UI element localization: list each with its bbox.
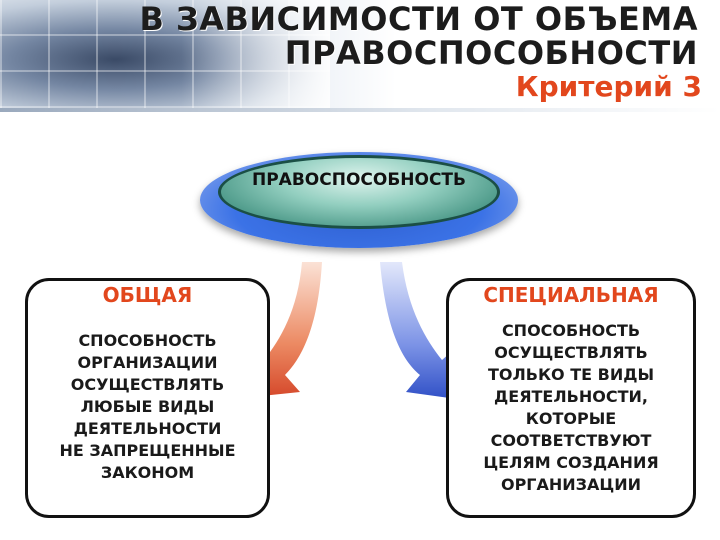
header-banner [0, 0, 720, 108]
center-label: ПРАВОСПОСОБНОСТЬ [251, 170, 466, 190]
left-box [25, 278, 270, 518]
title-line-1: В ЗАВИСИМОСТИ ОТ ОБЪЕМА [139, 0, 698, 38]
title-line-2: ПРАВОСПОСОБНОСТИ [284, 34, 698, 72]
right-description: СПОСОБНОСТЬ ОСУЩЕСТВЛЯТЬ ТОЛЬКО ТЕ ВИДЫ … [483, 321, 659, 494]
right-box [446, 278, 696, 518]
right-heading: СПЕЦИАЛЬНАЯ [483, 283, 659, 307]
center-oval [218, 155, 500, 229]
left-heading: ОБЩАЯ [102, 283, 193, 307]
left-description: СПОСОБНОСТЬ ОРГАНИЗАЦИИ ОСУЩЕСТВЛЯТЬ ЛЮБ… [59, 331, 236, 482]
right-arrow [380, 262, 464, 400]
header-photo [0, 0, 330, 108]
header-divider [0, 108, 720, 112]
slide-title: В ЗАВИСИМОСТИ ОТ ОБЪЕМА ПРАВОСПОСОБНОСТИ [138, 2, 698, 70]
criterion-subtitle: Критерий 3 [515, 70, 702, 103]
